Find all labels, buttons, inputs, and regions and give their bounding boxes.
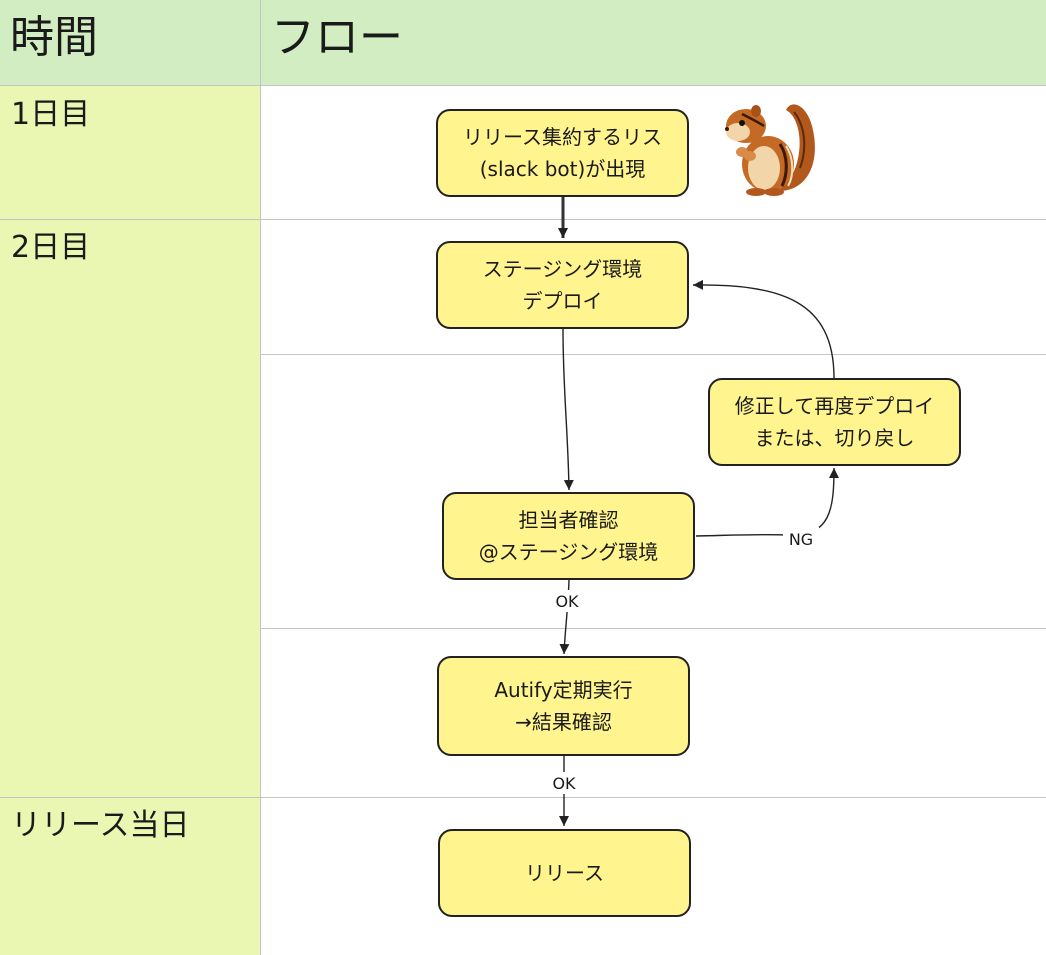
node-fix-or-rollback: 修正して再度デプロイ または、切り戻し [708, 378, 961, 466]
chipmunk-icon [725, 104, 815, 196]
node-autify-line2: →結果確認 [515, 710, 612, 734]
node-staging-deploy-line2: デプロイ [522, 289, 603, 313]
header-flow-label: フロー [271, 12, 403, 63]
node-slack-bot: リリース集約するリス (slack bot)が出現 [436, 109, 689, 197]
ng-label-bg [783, 527, 819, 549]
row-divider-3 [261, 628, 1046, 629]
node-slack-bot-line2: (slack bot)が出現 [479, 157, 646, 181]
edge-label-ok-2: OK [552, 774, 576, 793]
time-column [0, 86, 261, 955]
row-divider-4 [0, 797, 1046, 798]
node-owner-check: 担当者確認 @ステージング環境 [442, 492, 695, 580]
node-autify-line1: Autify定期実行 [494, 678, 633, 702]
edge-label-ng: NG [789, 530, 813, 549]
edge-check-to-fix [695, 467, 839, 537]
edge-fix-to-deploy [692, 279, 835, 379]
node-fix-line1: 修正して再度デプロイ [734, 394, 935, 418]
header-flow-cell: フロー [261, 0, 1046, 86]
header-time-cell: 時間 [0, 0, 261, 86]
edge-deploy-to-check [562, 328, 574, 491]
node-autify: Autify定期実行 →結果確認 [437, 656, 690, 756]
edge-label-ok-1: OK [555, 592, 579, 611]
node-owner-check-line1: 担当者確認 [518, 508, 619, 532]
row-label-day2: 2日目 [11, 230, 91, 265]
node-staging-deploy-line1: ステージング環境 [482, 257, 643, 281]
node-fix-line2: または、切り戻し [754, 426, 915, 450]
node-slack-bot-line1: リリース集約するリス [463, 125, 662, 149]
row-label-day1: 1日目 [11, 97, 91, 132]
edge-check-to-autify [559, 579, 570, 655]
ok-label-2-bg [545, 772, 583, 794]
row-label-release-day: リリース当日 [11, 808, 190, 843]
header-time-label: 時間 [10, 12, 98, 63]
ok-label-1-bg [548, 590, 586, 612]
row-divider-1 [0, 219, 1046, 220]
row-divider-2 [261, 354, 1046, 355]
node-owner-check-line2: @ステージング環境 [478, 540, 659, 564]
node-release-line1: リリース [525, 861, 604, 885]
node-staging-deploy: ステージング環境 デプロイ [436, 241, 689, 329]
node-release: リリース [438, 829, 691, 917]
